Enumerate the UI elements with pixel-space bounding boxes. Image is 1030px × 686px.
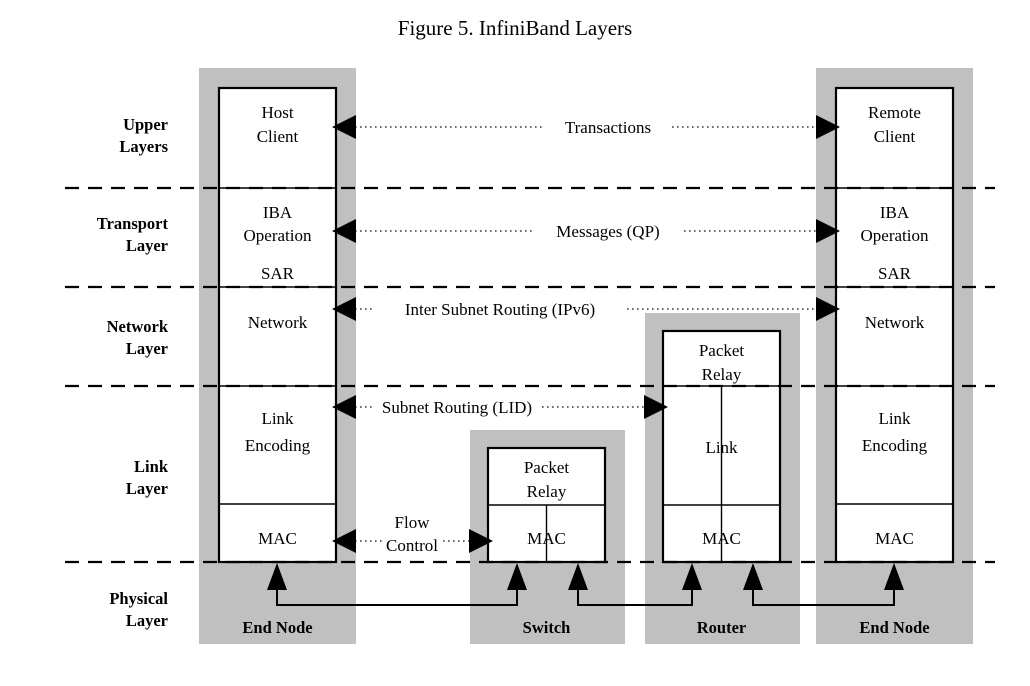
layer-label-physical-line1: Physical <box>109 589 168 608</box>
remote-client-label-line1: Remote <box>868 103 921 122</box>
column-host-end-node: Host Client IBA Operation SAR Network Li… <box>217 86 338 637</box>
flow-inter-subnet-routing: Inter Subnet Routing (IPv6) <box>332 297 840 321</box>
flow-transactions: Transactions <box>332 115 840 139</box>
transactions-arrowhead-right <box>816 115 840 139</box>
layer-label-transport-line1: Transport <box>97 214 169 233</box>
router-link-label: Link <box>705 438 738 457</box>
column-router: Packet Relay Link MAC Router <box>661 329 782 637</box>
router-mac-label: MAC <box>702 529 741 548</box>
host-link-label-line2: Encoding <box>245 436 311 455</box>
layer-label-link-line1: Link <box>134 457 169 476</box>
transactions-label: Transactions <box>565 118 651 137</box>
layer-label-network-line2: Layer <box>126 339 168 358</box>
physical-arrow-remote-mac <box>884 563 904 590</box>
transactions-arrowhead-left <box>332 115 356 139</box>
remote-network-label: Network <box>865 313 925 332</box>
physical-link-router-endnode <box>743 563 904 606</box>
physical-link-path-1 <box>276 585 518 606</box>
layer-label-upper-line2: Layers <box>119 137 168 156</box>
messages-arrowhead-right <box>816 219 840 243</box>
switch-mac-label: MAC <box>527 529 566 548</box>
router-node-label: Router <box>697 618 746 637</box>
physical-link-switch-router <box>568 563 702 606</box>
remote-stack-outline <box>834 86 955 564</box>
inter-subnet-arrowhead-left <box>332 297 356 321</box>
figure-title: Figure 5. InfiniBand Layers <box>398 16 632 40</box>
host-end-node-label: End Node <box>242 618 312 637</box>
physical-arrow-host-mac <box>267 563 287 590</box>
host-stack-outline <box>217 86 338 564</box>
flow-flow-control: Flow Control <box>332 513 493 555</box>
host-iba-label-line2: Operation <box>244 226 312 245</box>
flow-messages: Messages (QP) <box>332 219 840 243</box>
host-network-label: Network <box>248 313 308 332</box>
column-remote-end-node: Remote Client IBA Operation SAR Network … <box>834 86 955 637</box>
remote-iba-label-line2: Operation <box>861 226 929 245</box>
subnet-arrowhead-left <box>332 395 356 419</box>
host-iba-label-line1: IBA <box>263 203 293 222</box>
subnet-arrowhead-right <box>644 395 668 419</box>
layer-labels: Upper Layers Transport Layer Network Lay… <box>97 115 169 630</box>
switch-relay-label-line1: Packet <box>524 458 570 477</box>
flow-subnet-routing: Subnet Routing (LID) <box>332 395 668 419</box>
remote-sar-label: SAR <box>878 264 912 283</box>
layer-label-network-line1: Network <box>107 317 169 336</box>
host-sar-label: SAR <box>261 264 295 283</box>
remote-client-label-line2: Client <box>874 127 916 146</box>
host-client-label-line2: Client <box>257 127 299 146</box>
physical-link-endnode-switch <box>267 563 527 606</box>
layer-label-upper-line1: Upper <box>123 115 168 134</box>
physical-link-path-2 <box>577 585 693 606</box>
column-switch: Packet Relay MAC Switch <box>486 446 607 637</box>
subnet-routing-label: Subnet Routing (LID) <box>382 398 532 417</box>
layer-label-physical-line2: Layer <box>126 611 168 630</box>
messages-arrowhead-left <box>332 219 356 243</box>
flow-control-arrowhead-left <box>332 529 356 553</box>
physical-arrow-router-right-mac <box>743 563 763 590</box>
host-link-label-line1: Link <box>261 409 294 428</box>
remote-mac-label: MAC <box>875 529 914 548</box>
switch-node-label: Switch <box>523 618 571 637</box>
physical-arrow-switch-left-mac <box>507 563 527 590</box>
host-mac-label: MAC <box>258 529 297 548</box>
switch-relay-label-line2: Relay <box>527 482 567 501</box>
remote-link-label-line1: Link <box>878 409 911 428</box>
messages-label: Messages (QP) <box>556 222 659 241</box>
host-client-label-line1: Host <box>261 103 293 122</box>
inter-subnet-routing-label: Inter Subnet Routing (IPv6) <box>405 300 595 319</box>
flow-control-arrowhead-right <box>469 529 493 553</box>
inter-subnet-arrowhead-right <box>816 297 840 321</box>
flow-control-label-line1: Flow <box>395 513 431 532</box>
remote-iba-label-line1: IBA <box>880 203 910 222</box>
remote-link-label-line2: Encoding <box>862 436 928 455</box>
remote-end-node-label: End Node <box>859 618 929 637</box>
physical-arrow-switch-right-mac <box>568 563 588 590</box>
router-relay-label-line1: Packet <box>699 341 745 360</box>
layer-label-transport-line2: Layer <box>126 236 168 255</box>
layer-label-link-line2: Layer <box>126 479 168 498</box>
router-relay-label-line2: Relay <box>702 365 742 384</box>
physical-arrow-router-left-mac <box>682 563 702 590</box>
physical-link-path-3 <box>752 585 895 606</box>
flow-control-label-line2: Control <box>386 536 438 555</box>
